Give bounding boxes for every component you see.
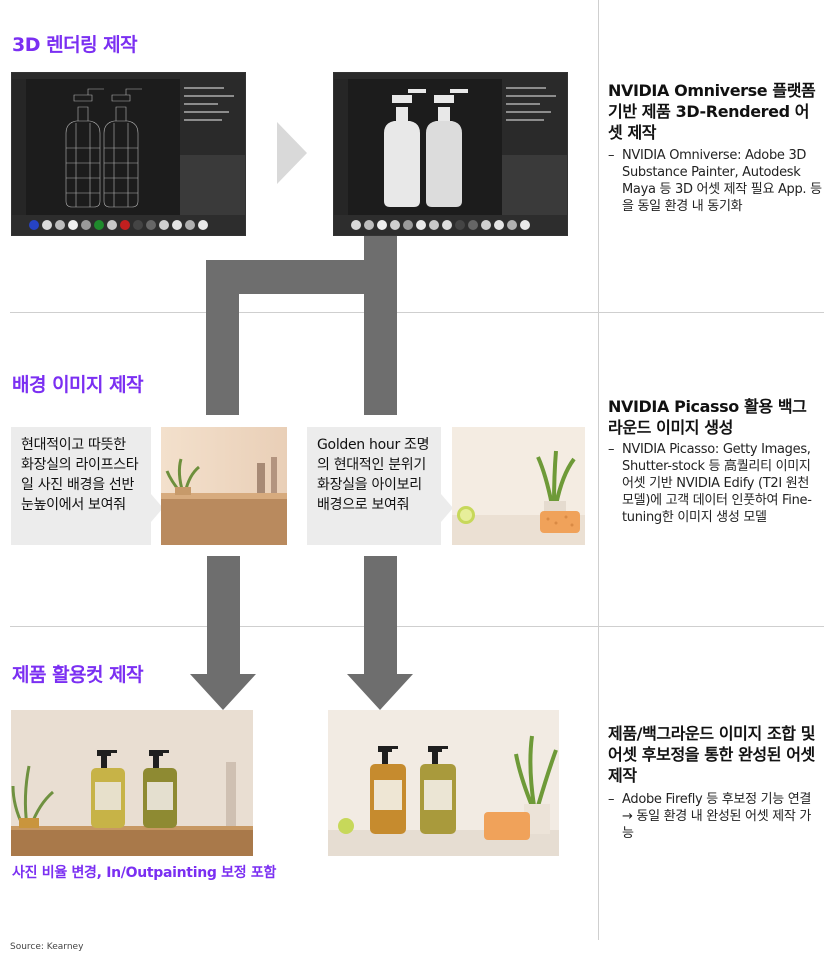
flow-line-left (206, 260, 239, 415)
product-caption: 사진 비율 변경, In/Outpainting 보정 포함 (12, 865, 277, 881)
background-image-2 (452, 427, 585, 545)
section-title-background: 배경 이미지 제작 (12, 374, 144, 396)
product-image-2 (328, 710, 559, 856)
combine-bullet: – Adobe Firefly 등 후보정 기능 연결 → 동일 환경 내 완성… (608, 791, 822, 842)
render-screenshot-rendered (333, 72, 568, 236)
product-image-1 (11, 710, 253, 856)
arrow-down-left-icon (190, 674, 256, 710)
prompt-tail-1 (151, 494, 163, 522)
section-title-product: 제품 활용컷 제작 (12, 664, 144, 686)
bullet-dash: – (608, 792, 615, 807)
flow-line-down-left (207, 556, 240, 674)
omniverse-bullet: – NVIDIA Omniverse: Adobe 3D Substance P… (608, 147, 822, 215)
combine-title: 제품/백그라운드 이미지 조합 및 어셋 후보정을 통한 완성된 어셋 제작 (608, 724, 816, 785)
background-image-1 (161, 427, 287, 545)
bullet-dash: – (608, 442, 615, 457)
omniverse-title: NVIDIA Omniverse 플랫폼 기반 제품 3D-Rendered 어… (608, 81, 816, 142)
picasso-title: NVIDIA Picasso 활용 백그라운드 이미지 생성 (608, 397, 807, 437)
picasso-bullet-text: NVIDIA Picasso: Getty Images, Shutter-st… (622, 442, 812, 525)
chevron-right-icon (277, 122, 307, 184)
prompt-box-2: Golden hour 조명의 현대적인 분위기 화장실을 아이보리 배경으로 … (307, 427, 441, 545)
prompt-tail-2 (441, 494, 453, 522)
vertical-divider (598, 0, 599, 940)
render-screenshot-wireframe (11, 72, 246, 236)
divider-1 (10, 312, 824, 313)
source-note: Source: Kearney (10, 942, 84, 952)
flow-line-down-right (364, 556, 397, 674)
section-title-rendering: 3D 렌더링 제작 (12, 34, 138, 56)
bullet-dash: – (608, 148, 615, 163)
omniverse-bullet-text: NVIDIA Omniverse: Adobe 3D Substance Pai… (622, 148, 822, 214)
prompt-box-1: 현대적이고 따뜻한 화장실의 라이프스타일 사진 배경을 선반 눈높이에서 보여… (11, 427, 151, 545)
picasso-bullet: – NVIDIA Picasso: Getty Images, Shutter-… (608, 441, 822, 526)
combine-bullet-text: Adobe Firefly 등 후보정 기능 연결 → 동일 환경 내 완성된 … (622, 792, 812, 841)
divider-2 (10, 626, 824, 627)
arrow-down-right-icon (347, 674, 413, 710)
